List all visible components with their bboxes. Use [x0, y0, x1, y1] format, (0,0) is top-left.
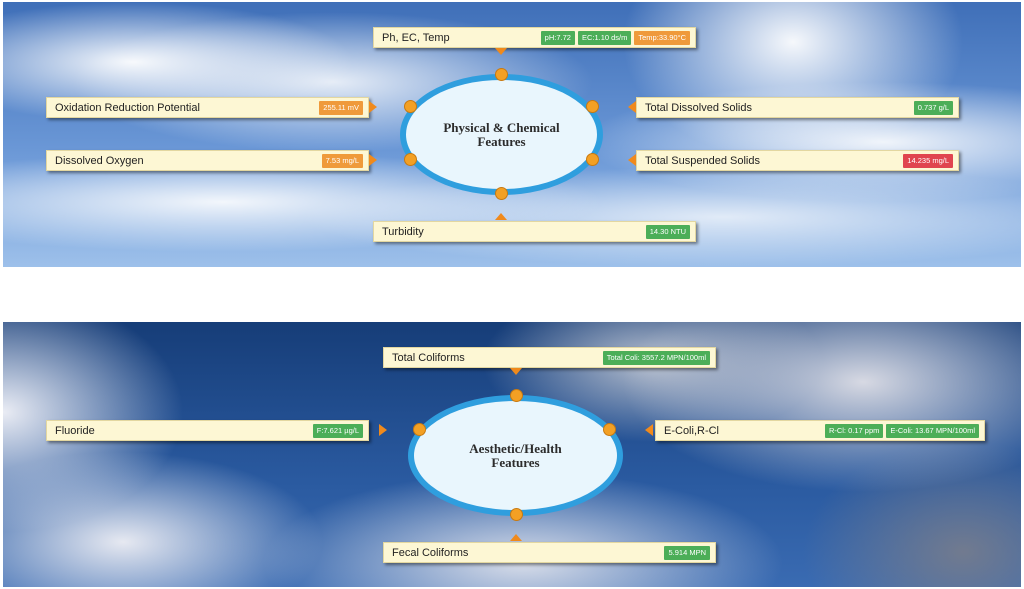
ph-value-badge: pH:7.72 — [540, 30, 575, 45]
total-coliforms-box[interactable]: Total Coliforms Total Coli: 3557.2 MPN/1… — [383, 347, 716, 368]
item-label: E-Coli,R-Cl — [664, 424, 719, 437]
item-values: 14.235 mg/L — [903, 153, 953, 168]
temp-value-badge: Temp:33.90°C — [634, 30, 690, 45]
item-values: 14.30 NTU — [645, 224, 690, 239]
hub-node-top — [510, 389, 523, 402]
item-label: Turbidity — [382, 225, 424, 238]
item-values: Total Coli: 3557.2 MPN/100ml — [602, 350, 710, 365]
fecal-value-badge: 5.914 MPN — [664, 545, 710, 560]
connector-arrow-icon — [495, 48, 507, 55]
item-values: R-Cl: 0.17 ppm E-Coli: 13.67 MPN/100ml — [824, 423, 979, 438]
item-values: 0.737 g/L — [913, 100, 953, 115]
fecal-coliforms-box[interactable]: Fecal Coliforms 5.914 MPN — [383, 542, 716, 563]
hub-node-left — [413, 423, 426, 436]
item-label: Fecal Coliforms — [392, 546, 469, 559]
hub-node-right-top — [586, 100, 599, 113]
aesthetic-health-panel: Aesthetic/Health Features Total Coliform… — [3, 322, 1021, 587]
item-values: pH:7.72 EC:1.10 ds/m Temp:33.90°C — [540, 30, 690, 45]
orp-value-badge: 255.11 mV — [319, 100, 363, 115]
fluoride-value-badge: F:7.621 µg/L — [312, 423, 363, 438]
tds-value-badge: 0.737 g/L — [913, 100, 953, 115]
fluoride-box[interactable]: Fluoride F:7.621 µg/L — [46, 420, 369, 441]
connector-arrow-icon — [369, 154, 377, 166]
item-values: F:7.621 µg/L — [312, 423, 363, 438]
connector-arrow-icon — [628, 101, 636, 113]
item-label: Fluoride — [55, 424, 95, 437]
tss-box[interactable]: Total Suspended Solids 14.235 mg/L — [636, 150, 959, 171]
ecoli-rcl-box[interactable]: E-Coli,R-Cl R-Cl: 0.17 ppm E-Coli: 13.67… — [655, 420, 985, 441]
hub-node-top — [495, 68, 508, 81]
aesthetic-health-hub[interactable]: Aesthetic/Health Features — [408, 395, 623, 516]
item-label: Ph, EC, Temp — [382, 31, 450, 44]
item-values: 7.53 mg/L — [321, 153, 363, 168]
physical-chemical-hub[interactable]: Physical & Chemical Features — [400, 74, 603, 195]
tss-value-badge: 14.235 mg/L — [903, 153, 953, 168]
hub-node-right-bottom — [586, 153, 599, 166]
turbidity-box[interactable]: Turbidity 14.30 NTU — [373, 221, 696, 242]
item-values: 5.914 MPN — [664, 545, 710, 560]
connector-arrow-icon — [379, 424, 387, 436]
hub-title: Aesthetic/Health Features — [469, 440, 562, 470]
turbidity-value-badge: 14.30 NTU — [645, 224, 690, 239]
do-value-badge: 7.53 mg/L — [321, 153, 363, 168]
connector-arrow-icon — [510, 534, 522, 541]
orp-box[interactable]: Oxidation Reduction Potential 255.11 mV — [46, 97, 369, 118]
item-label: Total Suspended Solids — [645, 154, 760, 167]
ecoli-value-badge: E-Coli: 13.67 MPN/100ml — [886, 423, 979, 438]
tds-box[interactable]: Total Dissolved Solids 0.737 g/L — [636, 97, 959, 118]
hub-title: Physical & Chemical Features — [443, 119, 560, 149]
connector-arrow-icon — [645, 424, 653, 436]
connector-arrow-icon — [628, 154, 636, 166]
rcl-value-badge: R-Cl: 0.17 ppm — [824, 423, 884, 438]
connector-arrow-icon — [369, 101, 377, 113]
hub-node-bottom — [495, 187, 508, 200]
dissolved-oxygen-box[interactable]: Dissolved Oxygen 7.53 mg/L — [46, 150, 369, 171]
item-label: Oxidation Reduction Potential — [55, 101, 200, 114]
connector-arrow-icon — [495, 213, 507, 220]
ec-value-badge: EC:1.10 ds/m — [577, 30, 632, 45]
connector-arrow-icon — [510, 368, 522, 375]
hub-node-left-bottom — [404, 153, 417, 166]
item-label: Total Dissolved Solids — [645, 101, 752, 114]
physical-chemical-panel: Physical & Chemical Features Ph, EC, Tem… — [3, 2, 1021, 267]
ph-ec-temp-box[interactable]: Ph, EC, Temp pH:7.72 EC:1.10 ds/m Temp:3… — [373, 27, 696, 48]
hub-node-right — [603, 423, 616, 436]
item-label: Total Coliforms — [392, 351, 465, 364]
item-values: 255.11 mV — [319, 100, 363, 115]
item-label: Dissolved Oxygen — [55, 154, 144, 167]
hub-node-bottom — [510, 508, 523, 521]
hub-node-left-top — [404, 100, 417, 113]
total-coli-value-badge: Total Coli: 3557.2 MPN/100ml — [602, 350, 710, 365]
